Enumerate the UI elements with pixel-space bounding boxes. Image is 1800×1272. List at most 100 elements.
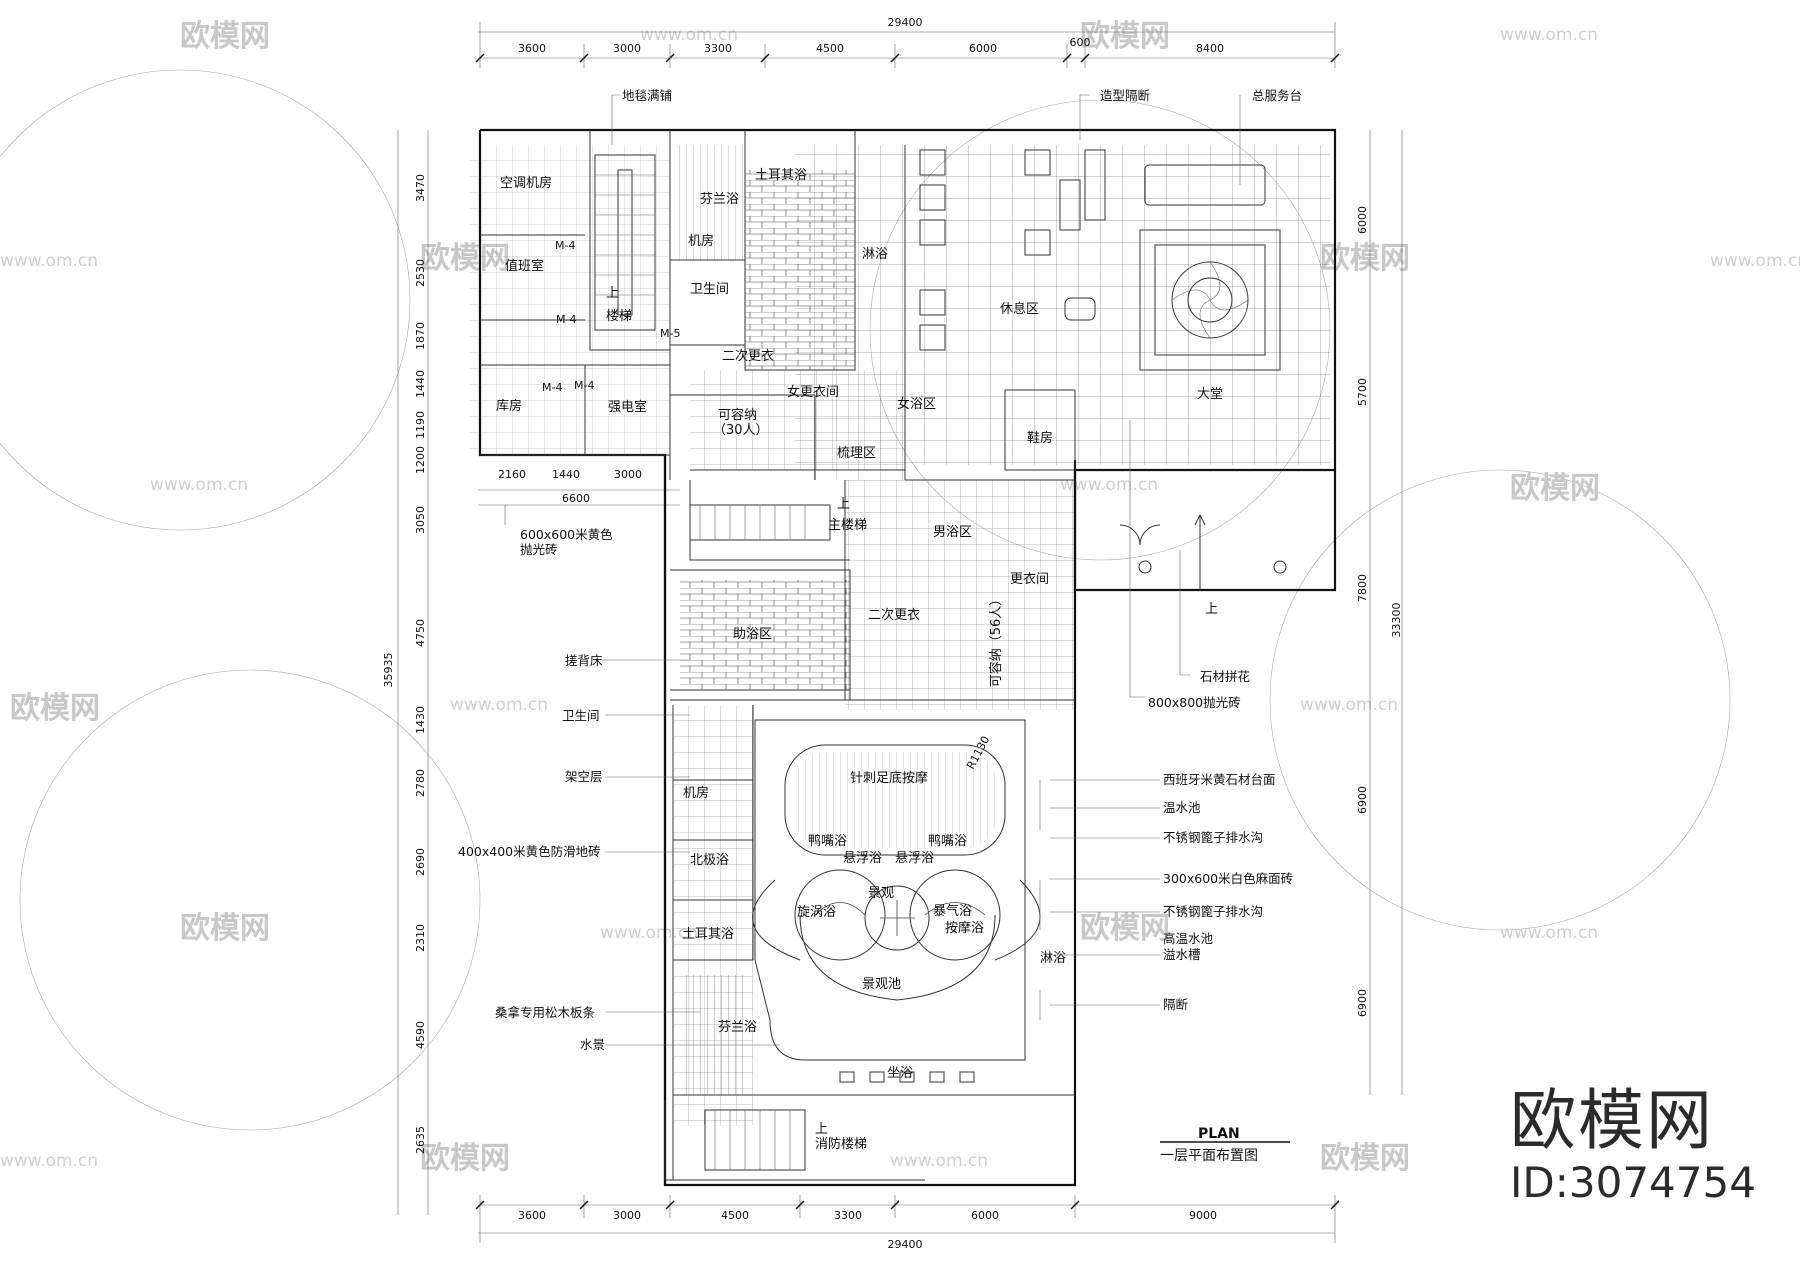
dim-bottom: 3300 [834, 1209, 862, 1222]
left-dims: 3470 2530 1870 1440 1190 1200 3050 4750 … [414, 174, 427, 1154]
watermark-url: www.om.cn [150, 475, 248, 495]
room-shower-low: 淋浴 [1040, 951, 1066, 966]
door-tags: M-4 M-4 M-5 M-4 M-4 [542, 239, 680, 394]
ann-scrub-bed: 搓背床 [565, 653, 603, 668]
room-finnish-low: 芬兰浴 [718, 1020, 757, 1035]
door-tag: M-4 [555, 239, 575, 252]
ann-carpet: 地毯满铺 [622, 88, 672, 103]
room-up-fire: 上 [815, 1122, 828, 1137]
svg-text:6000: 6000 [1356, 206, 1369, 234]
overall-dim-left: 35935 [382, 653, 395, 688]
room-lobby: 大堂 [1197, 387, 1223, 402]
door-tag: M-5 [660, 327, 680, 340]
room-machine-low: 机房 [683, 785, 709, 801]
watermark-text: 欧模网 [420, 1141, 510, 1176]
ann-waterscape: 水景 [580, 1037, 605, 1052]
svg-text:1870: 1870 [414, 322, 427, 350]
svg-text:6900: 6900 [1356, 989, 1369, 1017]
room-shower-top: 淋浴 [862, 247, 888, 262]
dim-inner: 2160 [498, 468, 526, 481]
ann-overflow: 溢水槽 [1163, 947, 1201, 962]
overall-dim-top: 29400 [888, 16, 923, 29]
room-stairs: 楼梯 [606, 309, 632, 324]
watermark-text: 欧模网 [1080, 911, 1170, 946]
svg-text:2635: 2635 [414, 1126, 427, 1154]
ann-tile-300: 300x600米白色麻面砖 [1163, 871, 1293, 886]
room-storage: 库房 [496, 398, 522, 414]
watermark-url: www.om.cn [1060, 475, 1158, 495]
room-landscape: 景观 [868, 886, 894, 901]
watermark-url: www.om.cn [890, 1151, 988, 1171]
room-capacity-30b: （30人） [713, 423, 769, 438]
dimension-lines [397, 22, 1403, 1243]
room-up-main: 上 [837, 497, 850, 512]
svg-text:2310: 2310 [414, 924, 427, 952]
room-grooming: 梳理区 [837, 446, 876, 461]
svg-text:6900: 6900 [1356, 786, 1369, 814]
dim-top: 3000 [613, 42, 641, 55]
room-landscape-pool: 景观池 [862, 977, 901, 992]
right-dims: 6000 5700 7800 6900 6900 [1356, 206, 1369, 1017]
outer-walls [478, 128, 1337, 1187]
dim-bottom: 3000 [613, 1209, 641, 1222]
lobby-features [919, 149, 1287, 590]
svg-text:7800: 7800 [1356, 574, 1369, 602]
room-lounge: 休息区 [1000, 301, 1039, 317]
floor-fills [470, 145, 1330, 1125]
room-women-bath: 女浴区 [897, 396, 936, 412]
door-tag: M-4 [542, 381, 562, 394]
inner-walls [480, 130, 1076, 1181]
watermark-url: www.om.cn [450, 695, 548, 715]
leader-lines [504, 94, 1241, 1046]
room-sit-bath: 坐浴 [887, 1066, 913, 1081]
room-toilet-top: 卫生间 [690, 282, 729, 297]
room-women-change: 女更衣间 [787, 384, 839, 400]
dim-bottom: 6000 [971, 1209, 999, 1222]
room-foot-massage: 针刺足底按摩 [850, 770, 928, 786]
door-tag: M-4 [556, 313, 576, 326]
ann-toilet: 卫生间 [562, 708, 600, 723]
watermark-text: 欧模网 [1320, 241, 1410, 276]
dim-top: 6000 [969, 42, 997, 55]
ann-hot-pool: 高温水池 [1163, 931, 1214, 946]
overall-dim-right: 33300 [1390, 603, 1403, 638]
room-duty: 值班室 [505, 258, 544, 274]
ann-tile-600-1: 600x600米黄色 [520, 527, 613, 542]
svg-text:3050: 3050 [414, 506, 427, 534]
ann-partition-top: 造型隔断 [1100, 88, 1150, 103]
dim-top: 3600 [518, 42, 546, 55]
room-float-l: 悬浮浴 [843, 851, 882, 866]
room-duck-l: 鸭嘴浴 [808, 834, 847, 849]
watermark-url: www.om.cn [1500, 25, 1598, 45]
ann-reception: 总服务台 [1252, 88, 1302, 103]
room-shoe: 鞋房 [1027, 430, 1053, 446]
ann-tile-800: 800x800抛光砖 [1148, 695, 1241, 710]
room-machine-top: 机房 [688, 233, 714, 249]
room-float-r: 悬浮浴 [895, 851, 934, 866]
room-finnish-top: 芬兰浴 [700, 192, 739, 207]
room-massage: 按摩浴 [945, 920, 984, 936]
watermark-text: 欧模网 [1510, 471, 1600, 506]
room-turkish-top: 土耳其浴 [755, 168, 807, 183]
dim-top: 600 [1070, 36, 1091, 49]
watermark-url: www.om.cn [1300, 695, 1398, 715]
svg-text:2690: 2690 [414, 848, 427, 876]
brand-watermark: 欧模网 ID:3074754 [1510, 1085, 1800, 1209]
ann-drain-1: 不锈钢篦子排水沟 [1163, 830, 1263, 845]
room-storm: 暴气浴 [933, 903, 972, 919]
room-capacity-30: 可容纳 [718, 407, 757, 423]
title-block: PLAN 一层平面布置图 [1160, 1126, 1290, 1164]
room-second-change-m: 二次更衣 [868, 607, 920, 623]
dim-bottom: 9000 [1189, 1209, 1217, 1222]
ann-drain-2: 不锈钢篦子排水沟 [1163, 904, 1263, 919]
watermark-text: 欧模网 [180, 911, 270, 946]
dimension-ticks [475, 53, 1340, 1210]
watermark-url: www.om.cn [1500, 923, 1598, 943]
watermark-text: 欧模网 [10, 691, 100, 726]
watermark-url: www.om.cn [1710, 251, 1800, 271]
room-change: 更衣间 [1010, 571, 1049, 587]
ann-warm-pool: 温水池 [1163, 800, 1201, 815]
room-main-stairs: 主楼梯 [828, 518, 867, 533]
room-fire-stairs: 消防楼梯 [815, 1136, 867, 1152]
